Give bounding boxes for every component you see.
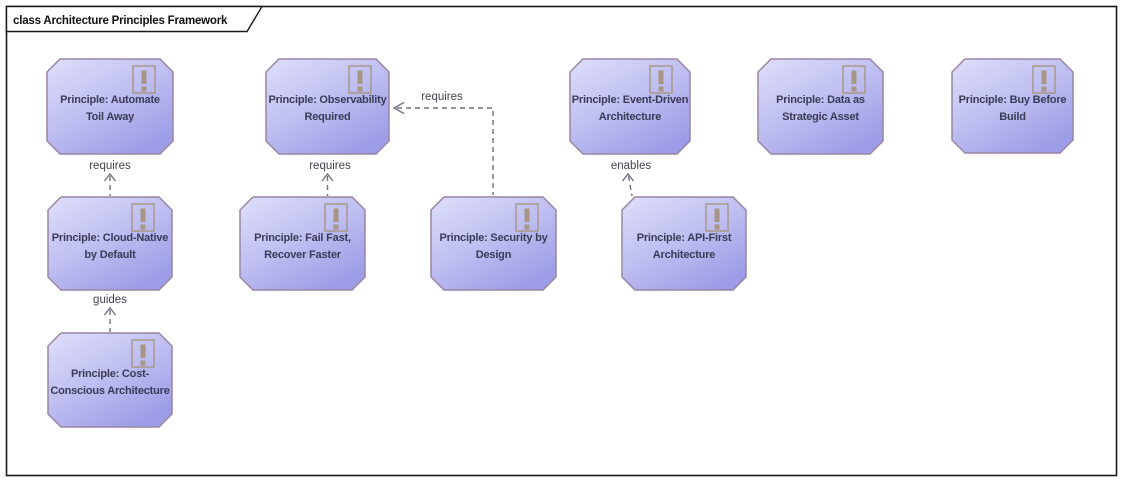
node-label-line1: Principle: Event-Driven	[572, 94, 689, 106]
diagram-frame	[5, 5, 1118, 477]
connector-label: requires	[309, 160, 351, 172]
open-arrowhead-up-icon	[621, 172, 635, 182]
connector-label: requires	[421, 91, 463, 103]
node-principle-security-by-design[interactable]: Principle: Security by Design	[430, 196, 557, 291]
exclamation-note-icon	[1032, 65, 1056, 94]
node-label-line1: Principle: Security by	[439, 232, 548, 244]
node-label-line2: Conscious Architecture	[50, 385, 169, 397]
node-label-line2: Required	[304, 111, 350, 123]
node-label-line1: Principle: Cloud-Native	[52, 232, 168, 244]
node-shape[interactable]	[757, 58, 884, 155]
node-label-line1: Principle: Buy Before	[959, 94, 1067, 106]
node-label-line1: Principle: API-First	[637, 232, 732, 244]
node-principle-observability-required[interactable]: Principle: Observability Required	[265, 58, 390, 155]
dependency-line[interactable]	[627, 175, 633, 197]
node-principle-cloud-native-by-default[interactable]: Principle: Cloud-Native by Default	[47, 196, 173, 291]
exclamation-note-icon	[348, 65, 372, 94]
exclamation-note-icon	[649, 65, 673, 94]
exclamation-note-icon	[131, 339, 155, 368]
node-label-line1: Principle: Data as	[776, 94, 865, 106]
node-principle-cost-conscious-architecture[interactable]: Principle: Cost- Conscious Architecture	[47, 332, 173, 428]
node-principle-event-driven-architecture[interactable]: Principle: Event-Driven Architecture	[569, 58, 691, 155]
node-label-line1: Principle: Cost-	[71, 368, 150, 380]
node-label-line2: Toil Away	[86, 111, 135, 123]
frame-title-tab	[5, 5, 264, 33]
exclamation-note-icon	[705, 203, 729, 232]
node-label-line2: Recover Faster	[264, 249, 342, 261]
node-principle-buy-before-build[interactable]: Principle: Buy Before Build	[951, 58, 1074, 154]
exclamation-note-icon	[515, 203, 539, 232]
node-principle-data-as-strategic-asset[interactable]: Principle: Data as Strategic Asset	[757, 58, 884, 155]
connector-label: enables	[611, 160, 652, 172]
exclamation-note-icon	[842, 65, 866, 94]
node-label-line2: Architecture	[599, 111, 661, 123]
node-label-line2: Build	[999, 111, 1026, 123]
node-label-line1: Principle: Automate	[60, 94, 160, 106]
open-arrowhead-up-icon	[103, 306, 117, 316]
open-arrowhead-left-icon	[392, 101, 405, 115]
connector-guides-costconscious-to-cloudnative[interactable]: guides	[93, 294, 127, 332]
frame-title: class Architecture Principles Framework	[13, 15, 228, 27]
exclamation-note-icon	[132, 65, 156, 94]
connector-requires-security-to-observability[interactable]: requires	[392, 91, 494, 195]
connector-requires-cloudnative-to-automate[interactable]: requires	[89, 160, 131, 196]
connector-label: requires	[89, 160, 131, 172]
node-label-line1: Principle: Fail Fast,	[254, 232, 351, 244]
exclamation-note-icon	[131, 203, 155, 232]
open-arrowhead-up-icon	[103, 172, 117, 182]
node-label-line2: Strategic Asset	[782, 111, 859, 123]
node-label-line1: Principle: Observability	[268, 94, 387, 106]
node-label-line2: by Default	[84, 249, 136, 261]
exclamation-note-icon	[324, 203, 348, 232]
node-label-line2: Design	[476, 249, 512, 261]
connector-enables-apifirst-to-eventdriven[interactable]: enables	[611, 160, 652, 197]
node-principle-api-first-architecture[interactable]: Principle: API-First Architecture	[621, 196, 747, 291]
dependency-line[interactable]	[397, 107, 494, 195]
open-arrowhead-up-icon	[321, 172, 334, 182]
node-label-line2: Architecture	[653, 249, 715, 261]
connector-requires-failfast-to-observability[interactable]: requires	[309, 160, 351, 196]
connector-label: guides	[93, 294, 127, 306]
node-principle-fail-fast-recover-faster[interactable]: Principle: Fail Fast, Recover Faster	[239, 196, 366, 291]
node-principle-automate-toil-away[interactable]: Principle: Automate Toil Away	[46, 58, 174, 155]
node-shape[interactable]	[46, 58, 174, 155]
